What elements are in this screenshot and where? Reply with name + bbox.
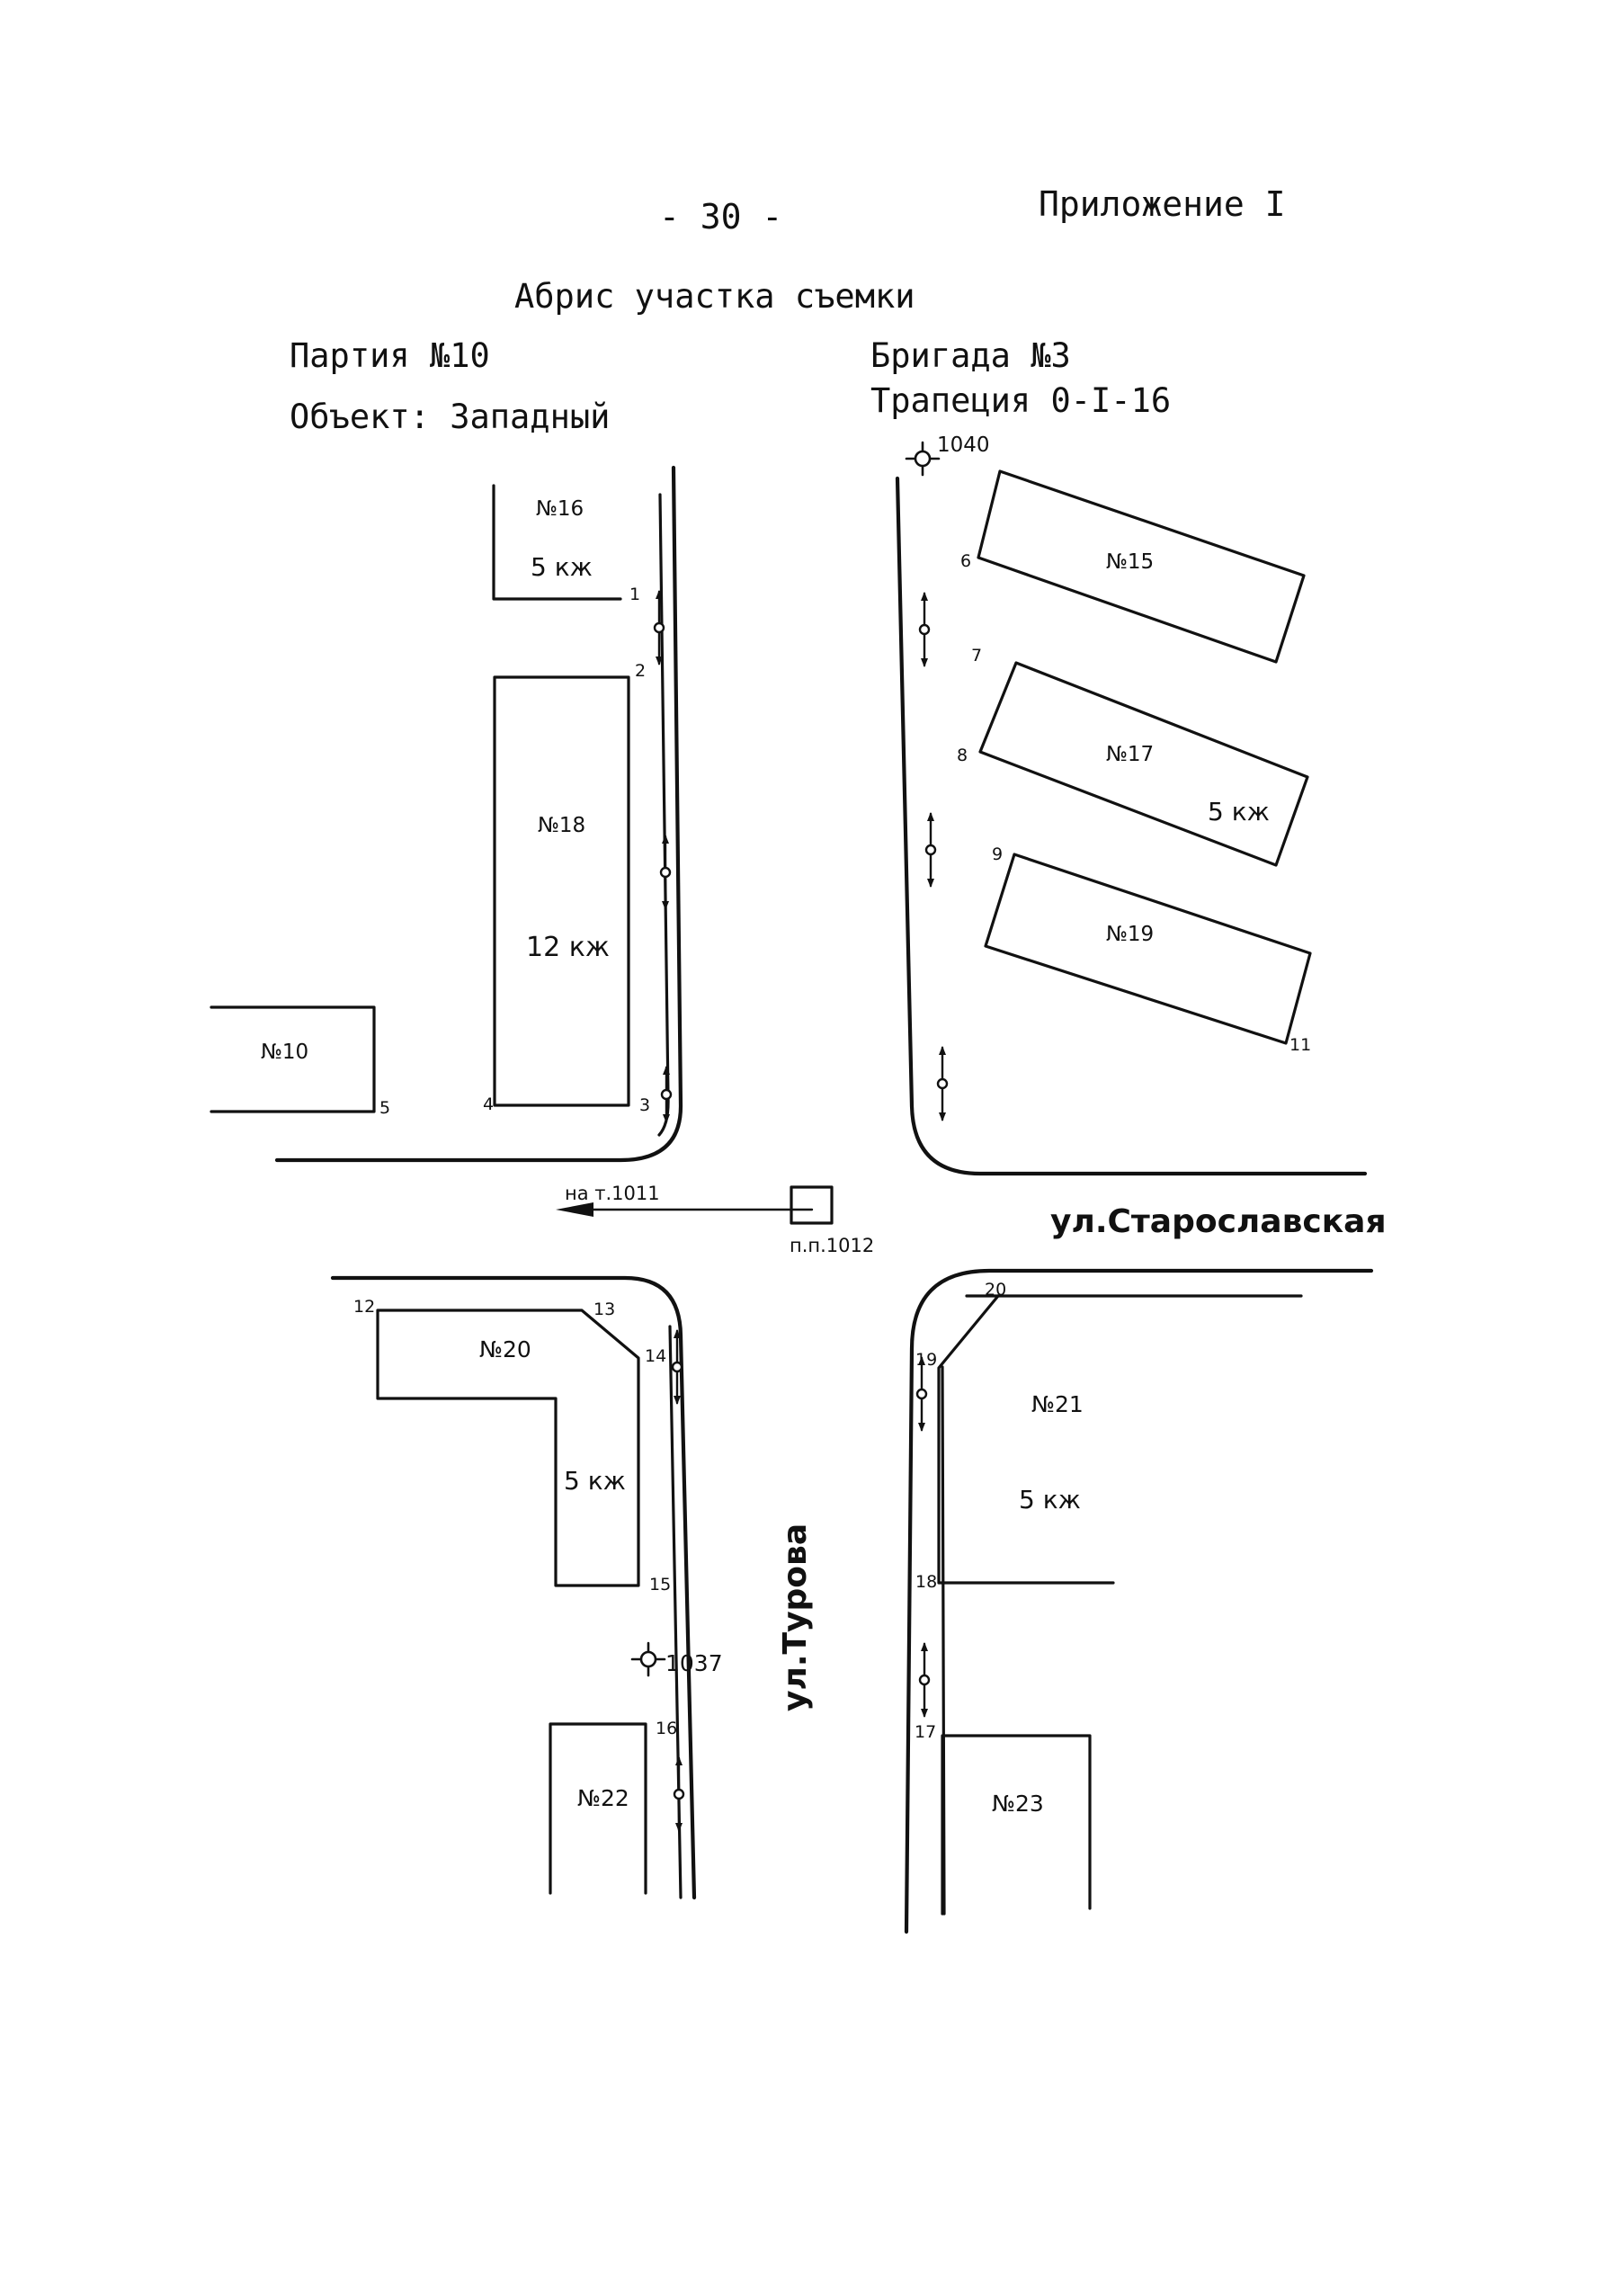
building-20-number: №20 <box>479 1336 531 1362</box>
corner-16: 16 <box>656 1719 677 1738</box>
building-20-floors: 5 кж <box>564 1466 626 1496</box>
point-1037-label: 1037 <box>665 1650 723 1676</box>
corner-5: 5 <box>379 1098 390 1118</box>
corner-18: 18 <box>915 1572 937 1592</box>
corner-19: 19 <box>915 1350 937 1370</box>
two-way-arrow-icon <box>673 1756 685 1832</box>
building-19: №19 <box>984 853 1312 1045</box>
two-way-arrow-icon <box>936 1046 949 1121</box>
building-18-number: №18 <box>538 814 585 837</box>
arrow-left-icon <box>556 1202 593 1217</box>
building-19-number: №19 <box>1106 923 1154 946</box>
corner-7: 7 <box>971 646 982 666</box>
building-10: №10 <box>210 1005 376 1113</box>
two-way-arrow-icon <box>660 1066 673 1123</box>
page-number: - 30 - <box>659 197 782 237</box>
corner-12: 12 <box>353 1297 375 1317</box>
corner-8: 8 <box>957 746 968 765</box>
traffic-markers <box>653 590 949 1832</box>
building-23: №23 <box>941 1734 1092 1916</box>
trapezium-label: Трапеция 0-I-16 <box>870 381 1171 420</box>
building-20: №20 5 кж <box>376 1309 640 1587</box>
sketch-title: Абрис участка съемки <box>514 277 915 316</box>
survey-point-1040: 1040 <box>905 433 990 477</box>
building-21-number: №21 <box>1031 1391 1084 1417</box>
brigade-label: Бригада №3 <box>870 336 1071 375</box>
curb-se <box>904 1268 1374 1934</box>
corner-14: 14 <box>645 1346 666 1366</box>
two-way-arrow-icon <box>924 812 937 888</box>
corner-4: 4 <box>483 1094 494 1114</box>
corner-numbers: 1 2 3 4 5 6 7 8 9 11 12 13 14 15 16 17 1… <box>353 551 1311 1742</box>
corner-13: 13 <box>593 1300 615 1319</box>
building-15: №15 <box>977 469 1306 664</box>
building-18-floors: 12 кж <box>526 932 610 963</box>
two-way-arrow-icon <box>659 835 672 910</box>
survey-benchmark-icon <box>630 1641 666 1677</box>
two-way-arrow-icon <box>671 1329 683 1405</box>
corner-3: 3 <box>639 1095 650 1115</box>
corner-17: 17 <box>915 1722 936 1742</box>
building-16-floors: 5 кж <box>531 552 593 582</box>
corner-2: 2 <box>635 661 646 681</box>
building-22: №22 <box>549 1722 647 1895</box>
two-way-arrow-icon <box>915 1356 928 1432</box>
building-21-floors: 5 кж <box>1019 1485 1081 1514</box>
corner-15: 15 <box>649 1575 671 1595</box>
party-label: Партия №10 <box>290 336 490 375</box>
building-17: №17 5 кж <box>978 661 1309 867</box>
building-22-number: №22 <box>577 1785 629 1811</box>
corner-11: 11 <box>1289 1035 1311 1055</box>
two-way-arrow-icon <box>653 590 665 666</box>
curb-nw <box>274 465 683 1163</box>
sidewalk-nw <box>657 493 670 1137</box>
corner-20: 20 <box>985 1280 1006 1300</box>
building-15-number: №15 <box>1106 550 1154 574</box>
station-square-icon <box>790 1185 834 1225</box>
station-1012: на т.1011 п.п.1012 <box>556 1183 874 1256</box>
appendix-label: Приложение I <box>1039 184 1286 224</box>
street-edges <box>274 465 1374 1934</box>
building-23-number: №23 <box>992 1791 1044 1817</box>
building-16-number: №16 <box>536 497 584 521</box>
curb-ne <box>895 476 1368 1176</box>
object-label: Объект: Западный <box>290 398 610 436</box>
two-way-arrow-icon <box>918 1642 931 1718</box>
street-name-starosl: ул.Старославская <box>1050 1203 1387 1240</box>
building-18: №18 12 кж <box>493 675 630 1107</box>
building-17-number: №17 <box>1106 743 1154 766</box>
survey-benchmark-icon <box>905 441 941 477</box>
building-21: №21 5 кж <box>937 1294 1115 1585</box>
station-label: п.п.1012 <box>790 1235 874 1256</box>
corner-6: 6 <box>960 551 971 571</box>
direction-label: на т.1011 <box>565 1183 660 1204</box>
two-way-arrow-icon <box>918 592 931 667</box>
sidewalk-se <box>941 1365 946 1916</box>
corner-1: 1 <box>629 585 640 604</box>
building-16: №16 5 кж <box>492 484 622 601</box>
corner-9: 9 <box>992 844 1003 864</box>
curb-sw <box>330 1275 697 1900</box>
building-17-floors: 5 кж <box>1208 797 1270 826</box>
street-name-turova: ул.Турова <box>777 1523 814 1711</box>
survey-point-1037: 1037 <box>630 1641 723 1677</box>
building-10-number: №10 <box>261 1041 308 1064</box>
point-1040-label: 1040 <box>937 433 990 457</box>
